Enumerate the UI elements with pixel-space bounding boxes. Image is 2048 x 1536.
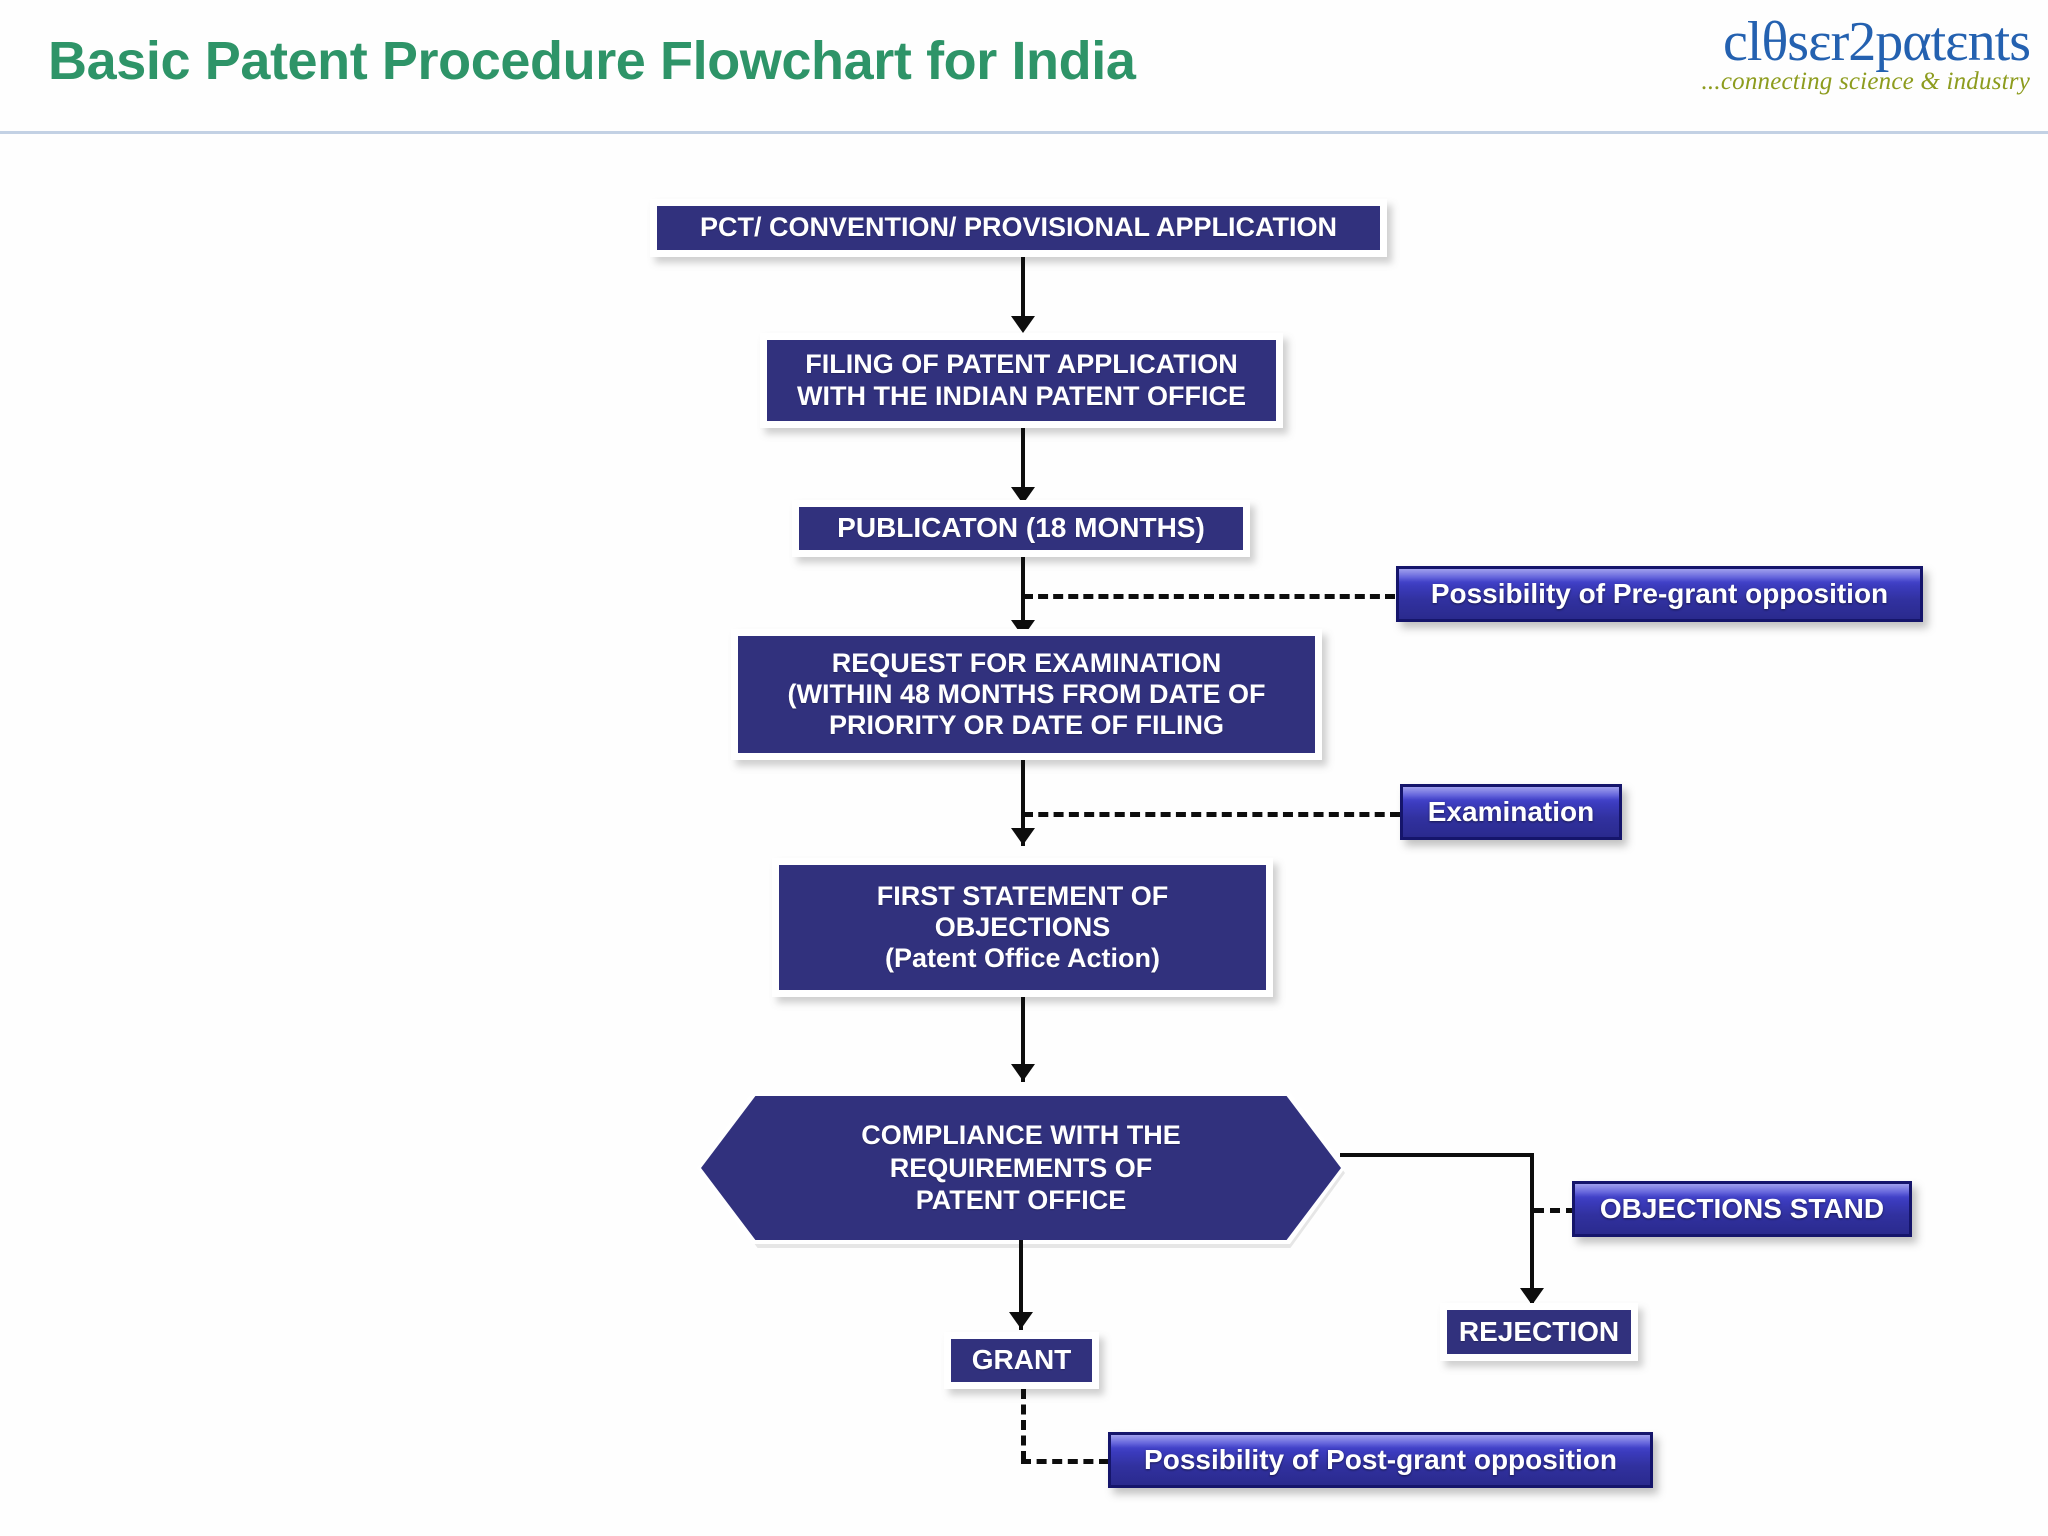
header-divider xyxy=(0,131,2048,134)
arrowhead-objections-to-compliance xyxy=(1011,1064,1035,1081)
node-label: REQUEST FOR EXAMINATION (WITHIN 48 MONTH… xyxy=(778,648,1276,742)
node-filing-of-patent-application[interactable]: FILING OF PATENT APPLICATION WITH THE IN… xyxy=(760,333,1283,428)
node-label: PUBLICATON (18 MONTHS) xyxy=(837,512,1205,544)
node-fill: REJECTION xyxy=(1447,1310,1631,1354)
connector-compliance-to-grant xyxy=(1019,1240,1023,1330)
node-publication-18-months[interactable]: PUBLICATON (18 MONTHS) xyxy=(792,500,1250,557)
brand-logo: clθsεr2pαtεnts ...connecting science & i… xyxy=(1630,11,2031,96)
node-label-line: FILING OF PATENT APPLICATION xyxy=(805,349,1238,380)
side-label-text: Possibility of Pre-grant opposition xyxy=(1430,578,1889,609)
logo-tagline: ...connecting science & industry xyxy=(1701,68,2030,95)
arrowhead-compliance-to-rejection xyxy=(1520,1288,1544,1305)
node-fill: GRANT xyxy=(951,1339,1092,1382)
dashed-link-postgrant-horizontal xyxy=(1021,1459,1109,1464)
side-label-text: OBJECTIONS STAND xyxy=(1599,1193,1885,1224)
side-label-pre-grant-opposition[interactable]: Possibility of Pre-grant opposition xyxy=(1396,566,1923,622)
dashed-link-examination xyxy=(1023,812,1400,817)
side-label-text: Examination xyxy=(1427,796,1595,827)
node-label-line: (Patent Office Action) xyxy=(884,943,1160,974)
arrowhead-filing-to-publication xyxy=(1011,487,1035,504)
dashed-link-pregrant-opposition xyxy=(1023,594,1395,599)
node-label-line: PRIORITY OR DATE OF FILING xyxy=(828,710,1224,741)
node-label: GRANT xyxy=(971,1344,1072,1376)
node-label: COMPLIANCE WITH THE REQUIREMENTS OF PATE… xyxy=(861,1119,1180,1216)
node-request-for-examination[interactable]: REQUEST FOR EXAMINATION (WITHIN 48 MONTH… xyxy=(731,629,1322,760)
logo-wordmark: clθsεr2pαtεnts xyxy=(1723,11,2031,73)
node-label: FIRST STATEMENT OF OBJECTIONS (Patent Of… xyxy=(867,881,1178,975)
node-grant[interactable]: GRANT xyxy=(944,1332,1099,1389)
node-compliance-with-requirements-of-patent-office[interactable]: COMPLIANCE WITH THE REQUIREMENTS OF PATE… xyxy=(701,1096,1341,1240)
node-pct-convention-provisional-application[interactable]: PCT/ CONVENTION/ PROVISIONAL APPLICATION xyxy=(650,199,1387,257)
node-label-line: OBJECTIONS xyxy=(934,911,1111,942)
node-fill: PUBLICATON (18 MONTHS) xyxy=(799,507,1243,550)
connector-compliance-to-rejection-horizontal xyxy=(1340,1153,1534,1157)
side-label-objections-stand[interactable]: OBJECTIONS STAND xyxy=(1572,1181,1912,1237)
side-label-post-grant-opposition[interactable]: Possibility of Post-grant opposition xyxy=(1108,1432,1653,1488)
page-title: Basic Patent Procedure Flowchart for Ind… xyxy=(48,31,1136,91)
connector-filing-to-publication xyxy=(1021,428,1025,491)
node-label: PCT/ CONVENTION/ PROVISIONAL APPLICATION xyxy=(699,212,1338,243)
connector-objections-to-compliance xyxy=(1021,997,1025,1082)
node-first-statement-of-objections[interactable]: FIRST STATEMENT OF OBJECTIONS (Patent Of… xyxy=(772,858,1273,997)
node-label-line: (WITHIN 48 MONTHS FROM DATE OF xyxy=(787,678,1266,709)
side-label-examination[interactable]: Examination xyxy=(1400,784,1622,840)
node-label: FILING OF PATENT APPLICATION WITH THE IN… xyxy=(787,349,1256,412)
dashed-link-objections-stand xyxy=(1534,1208,1576,1213)
arrowhead-compliance-to-grant xyxy=(1009,1312,1033,1329)
arrowhead-request-to-objections xyxy=(1011,828,1035,845)
node-label-line: REQUIREMENTS OF xyxy=(889,1152,1153,1183)
node-fill: FIRST STATEMENT OF OBJECTIONS (Patent Of… xyxy=(779,865,1266,990)
connector-compliance-to-rejection-vertical xyxy=(1530,1153,1534,1305)
node-label-line: WITH THE INDIAN PATENT OFFICE xyxy=(797,380,1246,411)
node-label-line: FIRST STATEMENT OF xyxy=(876,880,1169,911)
connector-pct-to-filing xyxy=(1021,257,1025,320)
dashed-link-postgrant-vertical xyxy=(1021,1389,1026,1461)
node-fill: PCT/ CONVENTION/ PROVISIONAL APPLICATION xyxy=(657,206,1380,250)
node-label-line: PATENT OFFICE xyxy=(915,1185,1127,1216)
side-label-text: Possibility of Post-grant opposition xyxy=(1144,1444,1617,1475)
node-label-line: COMPLIANCE WITH THE xyxy=(861,1120,1181,1151)
connector-request-to-objections xyxy=(1021,760,1025,846)
node-label: REJECTION xyxy=(1458,1315,1620,1347)
node-label-line: REQUEST FOR EXAMINATION xyxy=(831,647,1222,678)
node-fill: FILING OF PATENT APPLICATION WITH THE IN… xyxy=(767,340,1276,421)
arrowhead-pct-to-filing xyxy=(1011,316,1035,333)
node-fill: REQUEST FOR EXAMINATION (WITHIN 48 MONTH… xyxy=(738,636,1315,753)
node-rejection[interactable]: REJECTION xyxy=(1440,1303,1638,1361)
